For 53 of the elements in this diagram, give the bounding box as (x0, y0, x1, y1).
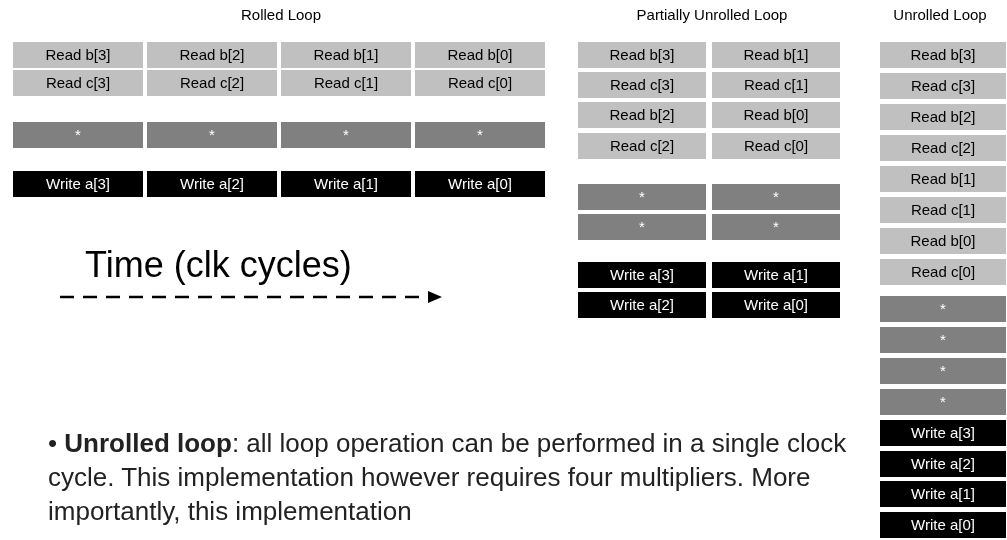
read-bar: Read c[2] (880, 135, 1006, 161)
read-bar: Read b[2] (578, 102, 706, 128)
write-bar: Write a[3] (13, 171, 143, 197)
read-bar: Read c[1] (712, 72, 840, 98)
multiply-bar: * (880, 358, 1006, 384)
write-bar: Write a[3] (880, 420, 1006, 446)
multiply-bar: * (880, 296, 1006, 322)
read-bar: Read b[0] (712, 102, 840, 128)
multiply-bar: * (880, 327, 1006, 353)
write-bar: Write a[2] (880, 451, 1006, 477)
bullet-paragraph: • Unrolled loop: all loop operation can be performed in a single clock cycle. This implementation however requires four multipliers. More importantly, this implementation (48, 427, 848, 528)
read-bar: Read c[2] (147, 70, 277, 96)
write-bar: Write a[0] (415, 171, 545, 197)
write-bar: Write a[2] (578, 292, 706, 318)
multiply-bar: * (13, 122, 143, 148)
read-bar: Read b[3] (578, 42, 706, 68)
write-bar: Write a[1] (281, 171, 411, 197)
read-bar: Read b[2] (147, 42, 277, 68)
write-bar: Write a[0] (712, 292, 840, 318)
read-bar: Read c[2] (578, 133, 706, 159)
axis-label: Time (clk cycles) (85, 244, 352, 286)
multiply-bar: * (281, 122, 411, 148)
write-bar: Write a[1] (880, 481, 1006, 507)
multiply-bar: * (712, 214, 840, 240)
multiply-bar: * (147, 122, 277, 148)
read-bar: Read b[2] (880, 104, 1006, 130)
multiply-bar: * (415, 122, 545, 148)
write-bar: Write a[1] (712, 262, 840, 288)
read-bar: Read b[0] (880, 228, 1006, 254)
multiply-bar: * (880, 389, 1006, 415)
multiply-bar: * (578, 184, 706, 210)
column-heading: Rolled Loop (239, 6, 323, 23)
read-bar: Read c[0] (880, 259, 1006, 285)
column-heading: Partially Unrolled Loop (635, 6, 789, 23)
read-bar: Read c[0] (712, 133, 840, 159)
write-bar: Write a[3] (578, 262, 706, 288)
read-bar: Read c[0] (415, 70, 545, 96)
read-bar: Read c[3] (880, 73, 1006, 99)
read-bar: Read b[1] (712, 42, 840, 68)
read-bar: Read c[3] (578, 72, 706, 98)
read-bar: Read b[1] (880, 166, 1006, 192)
read-bar: Read c[1] (281, 70, 411, 96)
read-bar: Read b[1] (281, 42, 411, 68)
read-bar: Read b[0] (415, 42, 545, 68)
write-bar: Write a[2] (147, 171, 277, 197)
read-bar: Read b[3] (13, 42, 143, 68)
column-heading: Unrolled Loop (892, 6, 988, 23)
read-bar: Read c[3] (13, 70, 143, 96)
read-bar: Read c[1] (880, 197, 1006, 223)
read-bar: Read b[3] (880, 42, 1006, 68)
multiply-bar: * (578, 214, 706, 240)
write-bar: Write a[0] (880, 512, 1006, 538)
multiply-bar: * (712, 184, 840, 210)
